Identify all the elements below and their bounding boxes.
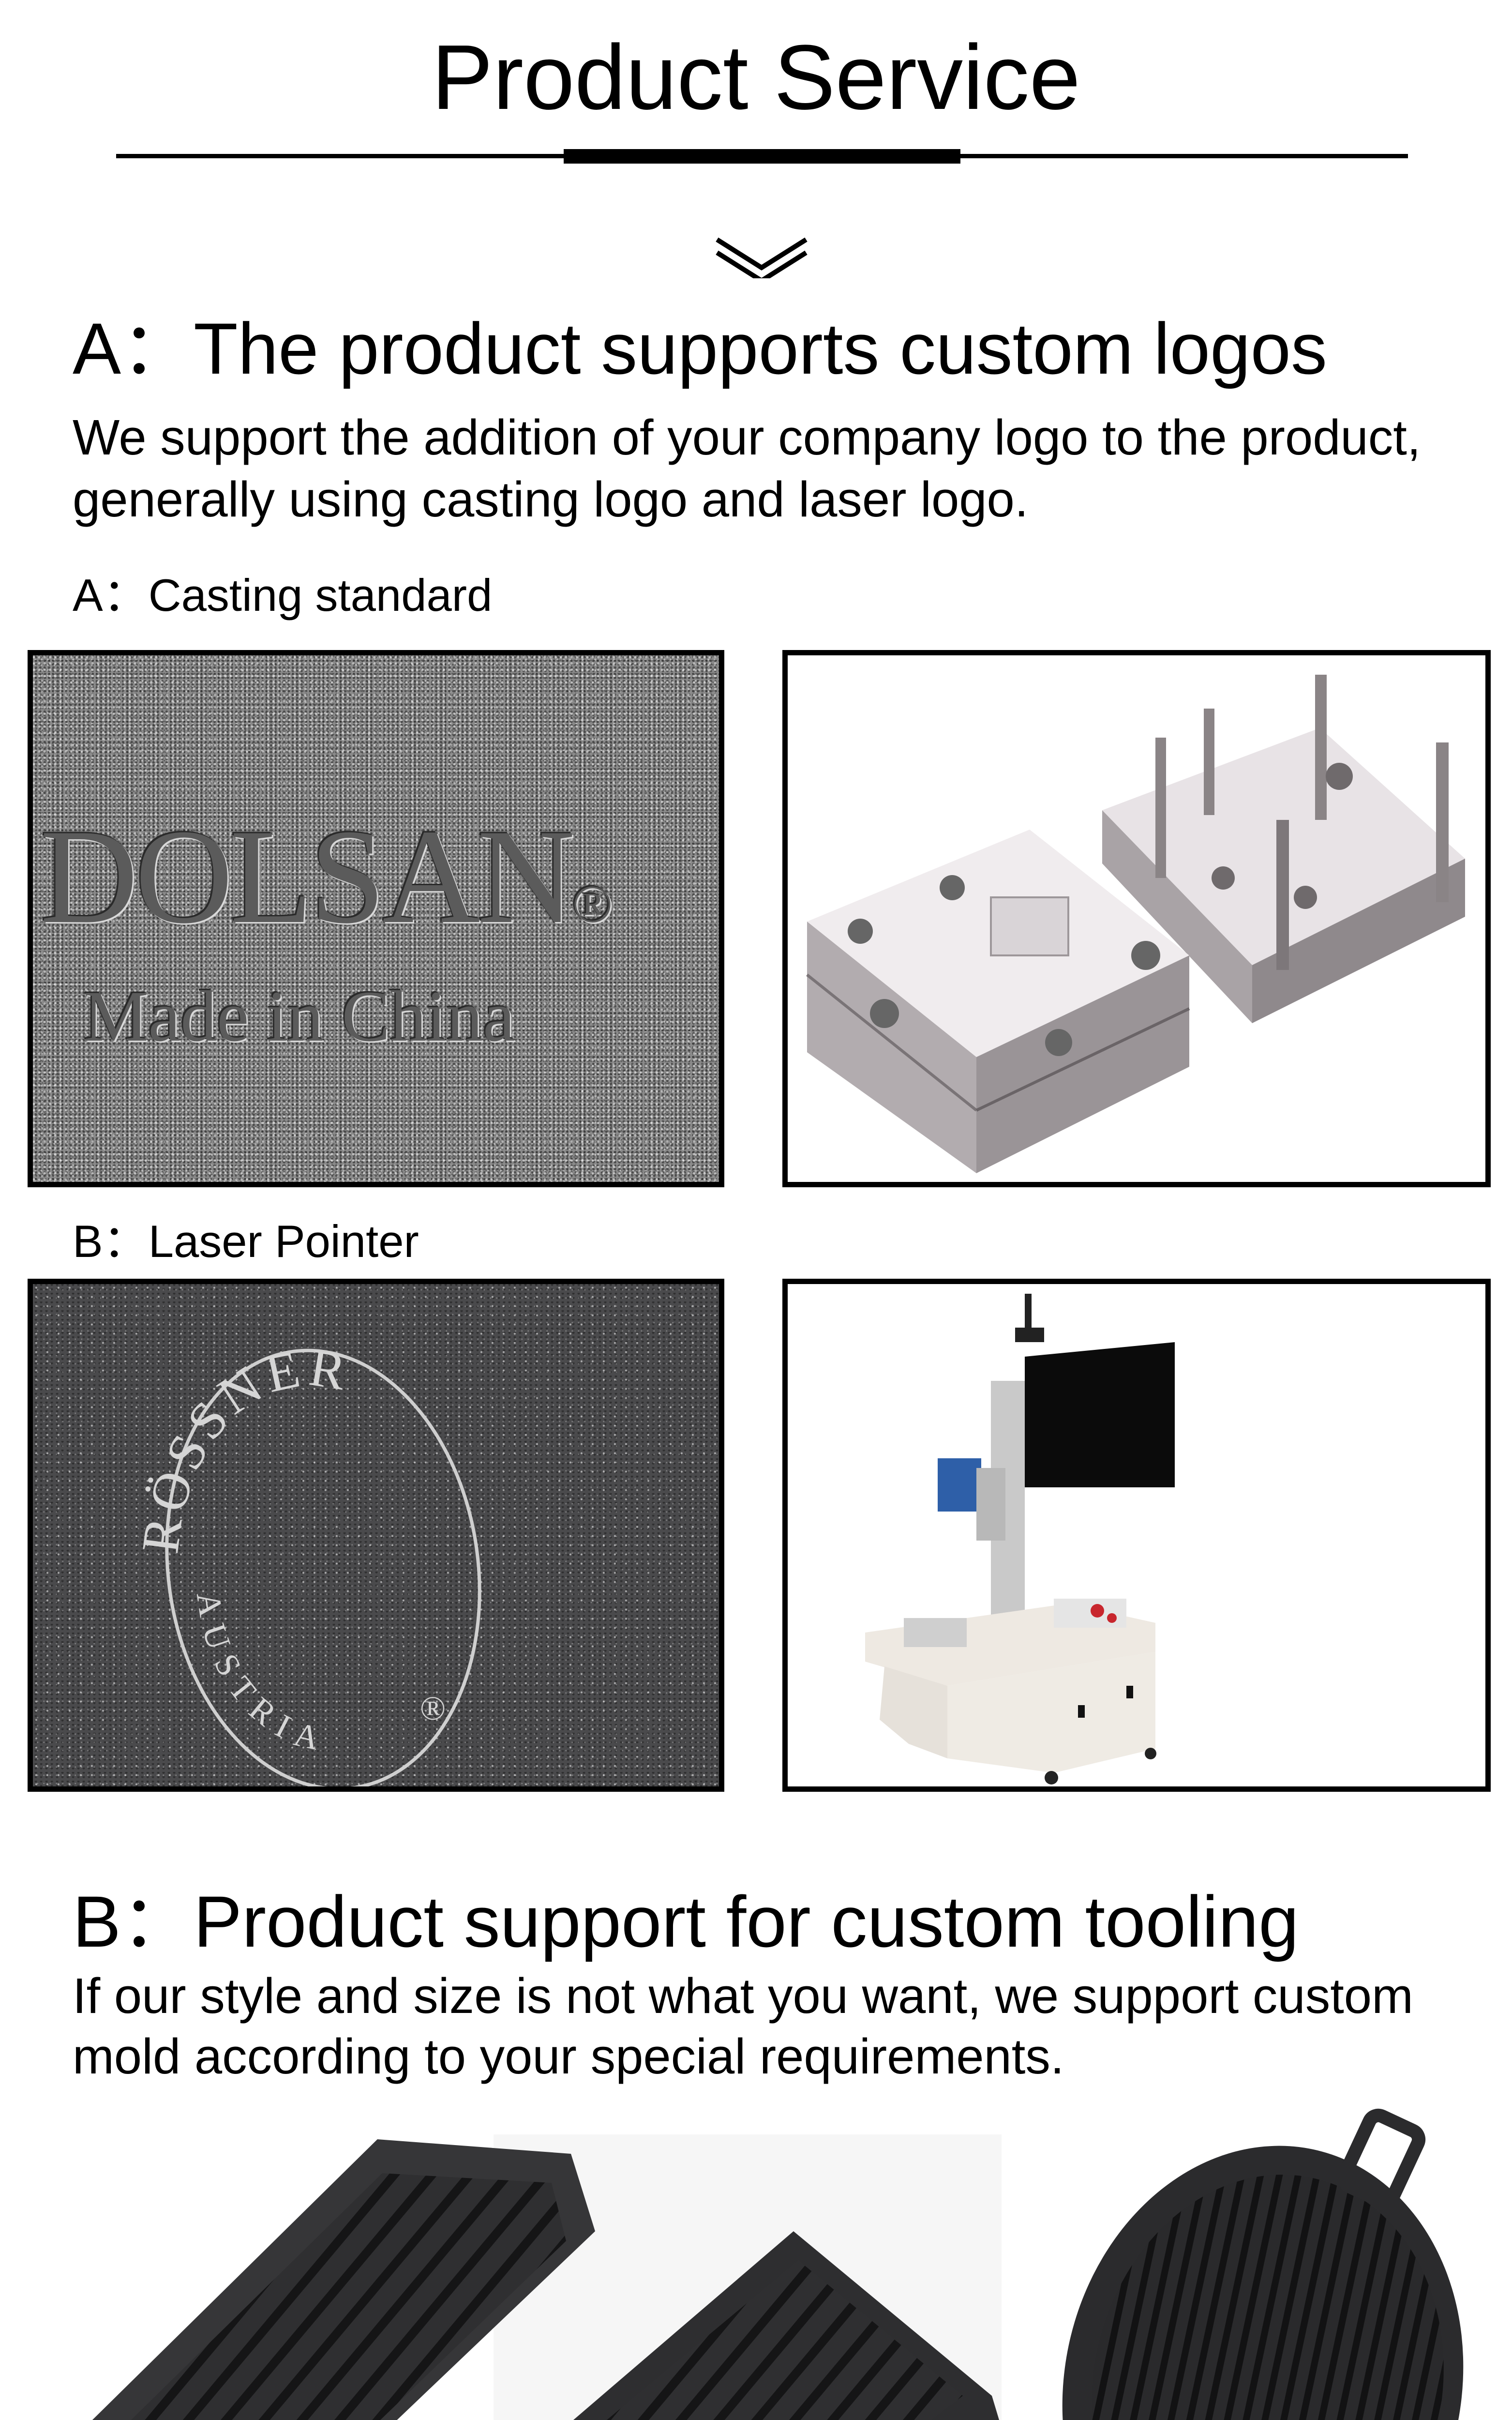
casting-logo-text: DOLSAN® — [40, 801, 613, 952]
laser-pointer-label: B：Laser Pointer — [73, 1216, 419, 1267]
section-a-heading: A：The product supports custom logos — [73, 308, 1327, 389]
casting-logo-subtext: Made in China — [84, 976, 515, 1057]
section-b-body-line-2: mold according to your special requireme… — [73, 2028, 1064, 2084]
laser-engraved-seal: RÖSSNER ® AUSTRIA — [130, 1337, 481, 1786]
laser-machine-photo — [782, 1279, 1491, 1792]
mold-illustration — [806, 675, 1465, 1173]
double-chevron-down-icon — [716, 237, 808, 278]
section-b-body-line-1: If our style and size is not what you wa… — [73, 1968, 1413, 2024]
laser-machine-illustration — [865, 1294, 1175, 1785]
casting-standard-label: A：Casting standard — [73, 570, 493, 620]
section-b-heading: B：Product support for custom tooling — [73, 1881, 1299, 1962]
svg-text:AUSTRIA: AUSTRIA — [189, 1589, 333, 1760]
section-a-body-line-2: generally using casting logo and laser l… — [73, 471, 1029, 527]
casting-mold-photo — [782, 650, 1491, 1187]
laser-logo-photo: RÖSSNER ® AUSTRIA — [28, 1279, 724, 1792]
custom-tooling-photo — [0, 2096, 1512, 2420]
grill-pans-illustration — [0, 2096, 1512, 2420]
title-divider-accent-bar — [564, 149, 960, 164]
svg-text:®: ® — [420, 1690, 446, 1727]
page-title: Product Service — [431, 26, 1081, 129]
svg-text:RÖSSNER: RÖSSNER — [130, 1337, 355, 1557]
casting-logo-photo: DOLSAN® Made in China — [28, 650, 724, 1187]
section-a-body-line-1: We support the addition of your company … — [73, 409, 1421, 465]
